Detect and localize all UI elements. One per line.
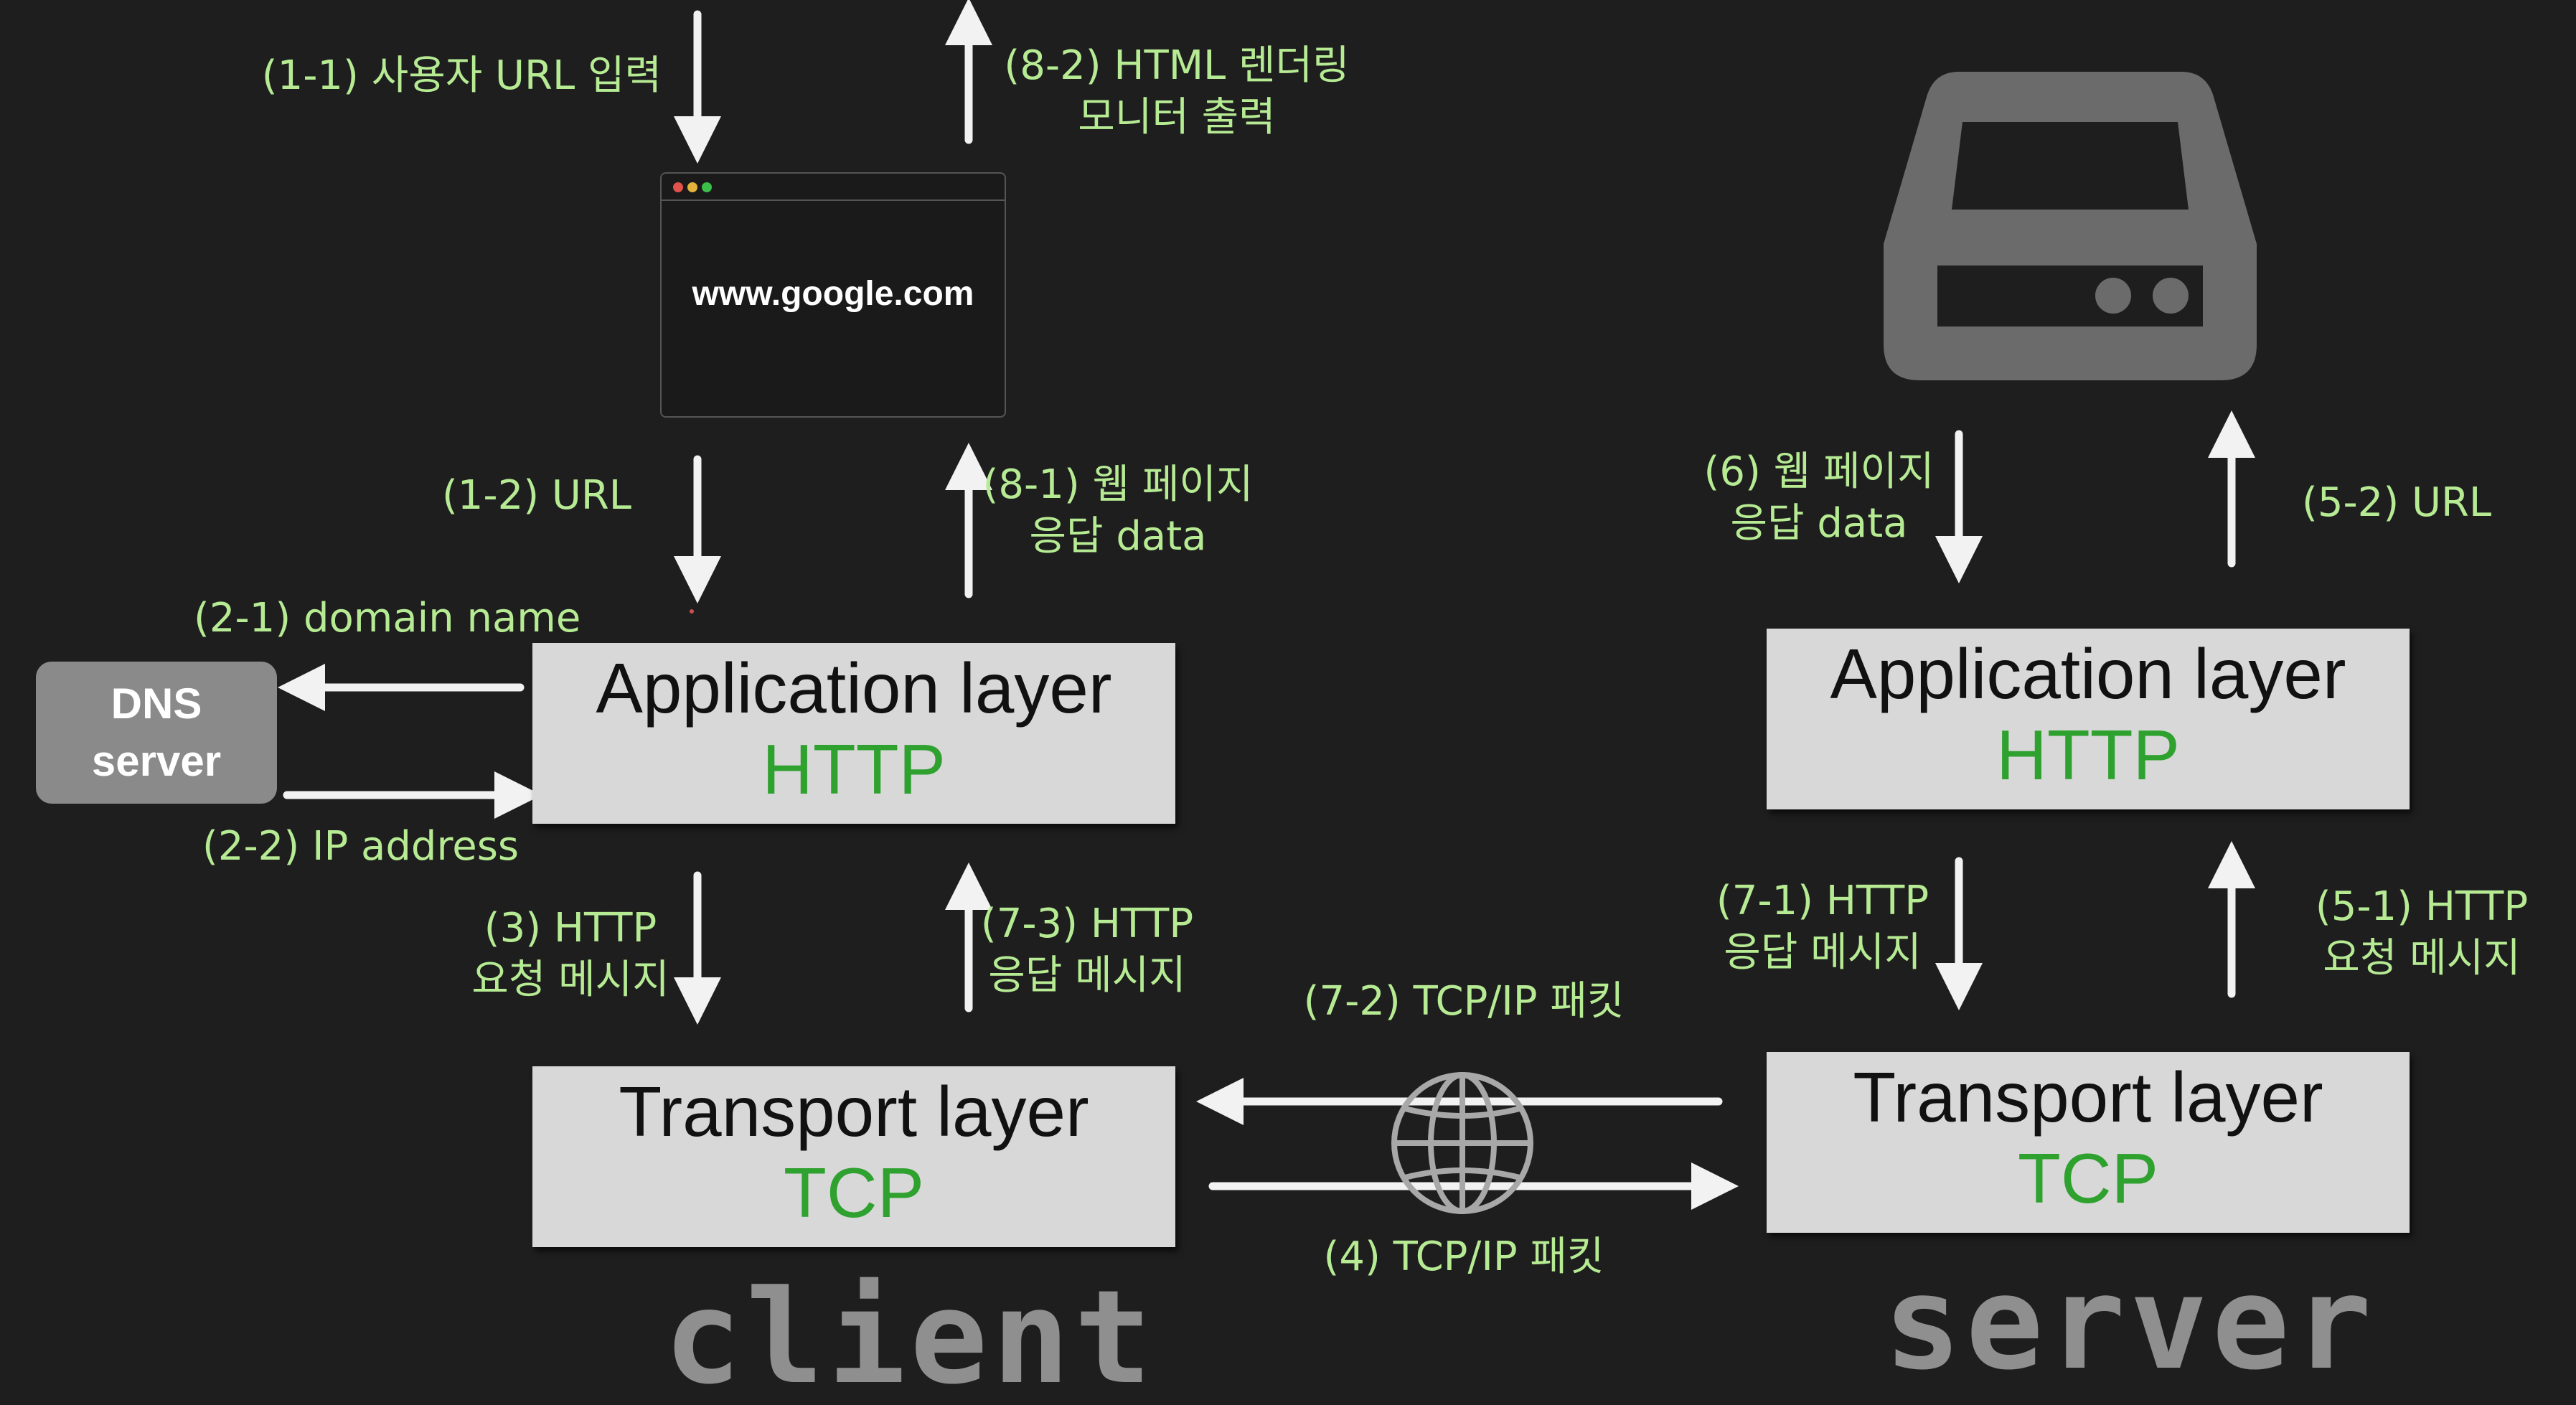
step-5-2-label: (5-2) URL	[2302, 479, 2492, 526]
browser-window-icon: www.google.com	[660, 172, 1006, 418]
minimize-dot	[687, 182, 697, 192]
server-application-layer: Application layer HTTP	[1767, 629, 2410, 809]
globe-icon	[1391, 1072, 1533, 1214]
step-6-label: (6) 웹 페이지 응답 data	[1703, 448, 1935, 547]
step-2-1-label: (2-1) domain name	[194, 595, 581, 642]
layer-protocol: TCP	[2018, 1139, 2158, 1218]
step-8-2-label: (8-2) HTML 렌더링 모니터 출력	[1004, 42, 1350, 141]
layer-protocol: HTTP	[1996, 715, 2180, 794]
close-dot	[673, 182, 683, 192]
step-4-label: (4) TCP/IP 패킷	[1323, 1234, 1604, 1280]
client-application-layer: Application layer HTTP	[532, 643, 1175, 824]
layer-name: Transport layer	[619, 1072, 1089, 1151]
dns-server-label: DNS server	[91, 680, 222, 785]
step-2-2-label: (2-2) IP address	[202, 823, 520, 870]
step-7-1-label: (7-1) HTTP 응답 메시지	[1716, 878, 1929, 976]
step-8-1-label: (8-1) 웹 페이지 응답 data	[982, 461, 1254, 560]
server-transport-layer: Transport layer TCP	[1767, 1052, 2410, 1233]
step-1-1-label: (1-1) 사용자 URL 입력	[261, 52, 662, 99]
browser-url: www.google.com	[692, 275, 974, 313]
layer-name: Transport layer	[1853, 1058, 2323, 1137]
client-transport-layer: Transport layer TCP	[532, 1066, 1175, 1247]
client-title: client	[664, 1263, 1157, 1405]
step-1-2-label: (1-2) URL	[441, 472, 631, 519]
layer-name: Application layer	[596, 649, 1112, 728]
step-5-1-label: (5-1) HTTP 요청 메시지	[2315, 883, 2529, 982]
layer-name: Application layer	[1830, 634, 2346, 713]
step-7-3-label: (7-3) HTTP 응답 메시지	[980, 901, 1194, 999]
server-title: server	[1884, 1249, 2377, 1399]
server-icon	[1884, 72, 2257, 380]
maximize-dot	[702, 182, 712, 192]
step-7-2-label: (7-2) TCP/IP 패킷	[1303, 978, 1625, 1025]
layer-protocol: HTTP	[762, 730, 946, 809]
browser-titlebar	[662, 174, 1005, 201]
layer-protocol: TCP	[784, 1153, 924, 1232]
dns-server-box: DNS server	[36, 662, 277, 804]
step-3-label: (3) HTTP 요청 메시지	[471, 905, 669, 1003]
